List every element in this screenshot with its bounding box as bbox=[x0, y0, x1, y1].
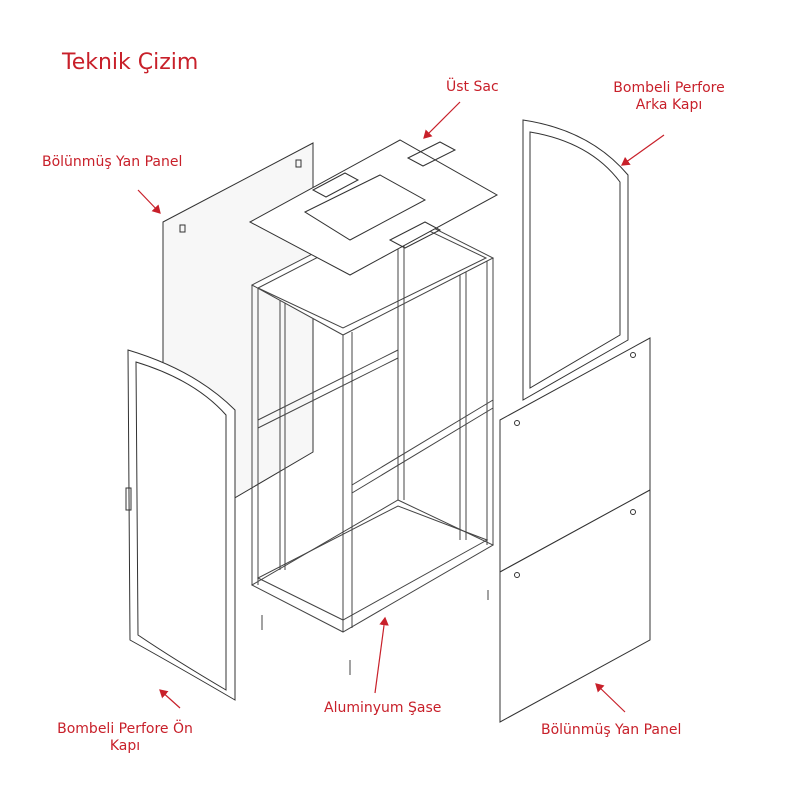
aluminium-chassis bbox=[250, 209, 495, 675]
label-chassis: Aluminyum Şase bbox=[324, 700, 442, 716]
arrow-right-panel bbox=[595, 683, 626, 713]
label-front-door: Bombeli Perfore Ön Kapı bbox=[40, 721, 210, 755]
rear-door bbox=[522, 119, 629, 401]
label-rear-door-line1: Bombeli Perfore bbox=[613, 80, 725, 96]
arrow-front-door bbox=[159, 689, 181, 709]
arrow-top-plate bbox=[423, 101, 461, 139]
front-door bbox=[125, 349, 236, 701]
label-left-side-panel: Bölünmüş Yan Panel bbox=[42, 154, 183, 170]
label-rear-door: Bombeli Perfore Arka Kapı bbox=[604, 80, 734, 114]
label-front-door-line2: Kapı bbox=[109, 738, 141, 754]
label-rear-door-line2: Arka Kapı bbox=[635, 97, 703, 113]
pointer-arrows bbox=[137, 101, 665, 713]
right-side-panels bbox=[499, 337, 651, 723]
arrow-rear-door bbox=[621, 134, 665, 166]
label-right-side-panel: Bölünmüş Yan Panel bbox=[541, 722, 682, 738]
page-title: Teknik Çizim bbox=[62, 50, 199, 75]
arrow-left-panel bbox=[137, 189, 161, 214]
top-plate bbox=[248, 139, 499, 276]
arrow-chassis bbox=[374, 616, 389, 694]
label-front-door-line1: Bombeli Perfore Ön bbox=[57, 721, 193, 737]
label-top-plate: Üst Sac bbox=[446, 79, 499, 95]
